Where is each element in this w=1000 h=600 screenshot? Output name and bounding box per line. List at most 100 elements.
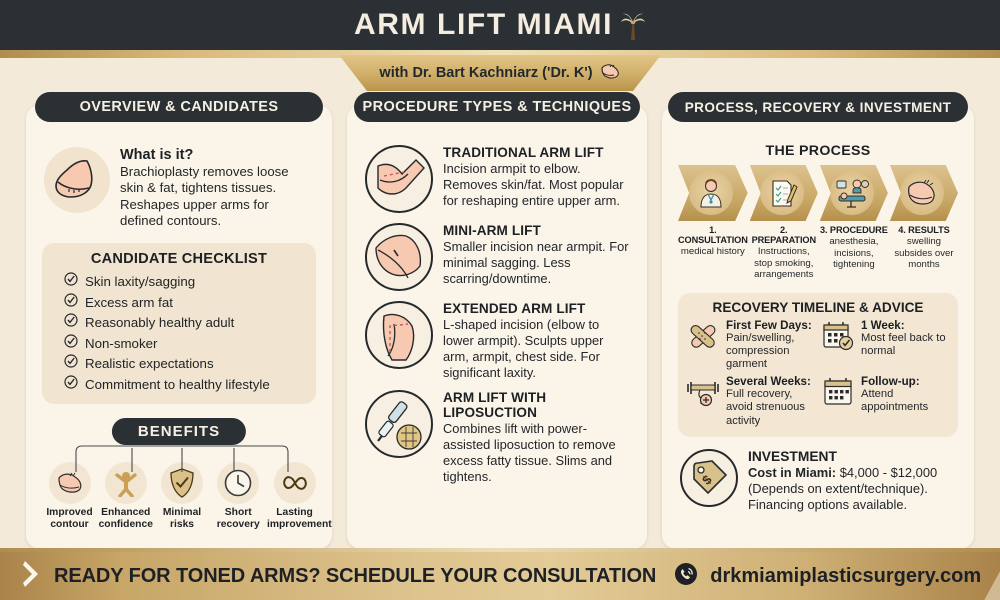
procedure-title: TRADITIONAL ARM LIFT [443,145,604,160]
what-is-it-text: What is it? Brachioplasty removes loose … [120,147,314,229]
step-name: 2. PREPARATION [751,225,817,245]
what-is-it-body: Brachioplasty removes loose skin & fat, … [120,164,289,229]
procedure-body: Combines lift with power-assisted liposu… [443,421,616,485]
procedure-body: L-shaped incision (elbow to lower armpit… [443,317,604,380]
procedure-title: MINI-ARM LIFT [443,223,541,238]
dumbbell-icon [686,375,720,409]
person-arms-up-icon [104,462,147,505]
benefit-item: Improved contour [42,462,97,530]
bent-arm-incision-icon [365,145,433,213]
procedure-item: MINI-ARM LIFT Smaller incision near armp… [365,223,631,291]
footer-cta-band[interactable]: READY FOR TONED ARMS? SCHEDULE YOUR CONS… [0,552,1000,600]
column-procedure-types: PROCEDURE TYPES & TECHNIQUES TRADITIONAL… [347,92,647,549]
procedure-item: EXTENDED ARM LIFT L-shaped incision (elb… [365,301,631,380]
globe-icon [674,562,698,591]
calendar-icon [821,375,855,409]
procedure-item: TRADITIONAL ARM LIFT Incision armpit to … [365,145,631,213]
column-3-header: PROCESS, RECOVERY & INVESTMENT [668,92,968,122]
benefit-item: Enhanced confidence [98,462,153,530]
recovery-text: Several Weeks: Full recovery, avoid stre… [726,375,815,428]
operating-table-icon [830,171,875,215]
step-name: 1. CONSULTATION [678,225,748,245]
recovery-text: Follow-up: Attend appointments [861,375,950,414]
benefit-label-line2: confidence [98,519,153,531]
step-chevron [889,165,959,221]
recovery-grid: First Few Days: Pain/swelling, compressi… [686,319,950,428]
doctor-icon [689,171,734,215]
checklist-label: Skin laxity/sagging [85,274,196,290]
investment-title: INVESTMENT [748,448,837,464]
investment-block: $ INVESTMENT Cost in Miami: $4,000 - $12… [680,448,956,513]
process-step: 4. RESULTS swelling subsides over months [889,165,959,281]
checklist-item: Excess arm fat [64,293,306,312]
procedure-body: Smaller incision near armpit. For minima… [443,239,629,286]
page-title: ARM LIFT MIAMI [354,8,646,42]
checklist-item: Commitment to healthy lifestyle [64,375,306,394]
recovery-label: First Few Days: [726,318,812,332]
benefit-label-line1: Minimal [162,507,202,519]
column-overview-candidates: OVERVIEW & CANDIDATES What is it? Brachi… [26,92,332,549]
benefits-section: BENEFITS Improved contour [38,418,332,536]
column-process-recovery-investment: PROCESS, RECOVERY & INVESTMENT THE PROCE… [662,92,974,549]
benefit-label-line2: improvement [267,519,332,531]
infographic-body: OVERVIEW & CANDIDATES What is it? Brachi… [0,58,1000,552]
benefit-label-line2: recovery [216,519,260,531]
checklist-label: Non-smoker [85,335,158,351]
benefit-item: Minimal risks [155,462,210,530]
checklist-label: Realistic expectations [85,356,214,372]
recovery-section: RECOVERY TIMELINE & ADVICE First Few Day… [678,292,958,437]
recovery-text: First Few Days: Pain/swelling, compressi… [726,319,815,372]
clock-icon [217,462,260,505]
benefits-bracket [75,445,289,473]
benefit-label-line1: Improved [46,507,93,519]
footer-divider [0,548,1000,552]
procedure-body: Incision armpit to elbow. Removes skin/f… [443,161,624,208]
step-desc: medical history [680,246,745,257]
benefit-label-line2: risks [169,519,195,531]
subtitle-banner: with Dr. Bart Kachniarz ('Dr. K') [339,55,661,91]
check-circle-icon [64,334,78,353]
process-title: THE PROCESS [765,143,871,159]
sagging-arm-icon [44,147,110,213]
benefit-label-line2: contour [50,519,89,531]
checklist-item: Realistic expectations [64,354,306,373]
what-is-it-block: What is it? Brachioplasty removes loose … [44,147,314,229]
benefit-item: Short recovery [211,462,266,530]
shield-check-icon [161,462,203,505]
check-circle-icon [64,293,78,312]
process-step: 3. PROCEDURE anesthesia, incisions, tigh… [819,165,888,281]
checklist-title: CANDIDATE CHECKLIST [90,251,268,268]
benefit-label-line1: Enhanced [101,507,151,519]
procedure-text: EXTENDED ARM LIFT L-shaped incision (elb… [443,301,631,380]
footer-cta-text: READY FOR TONED ARMS? SCHEDULE YOUR CONS… [54,564,657,587]
procedure-title: ARM LIFT WITH LIPOSUCTION [443,390,547,421]
benefits-title: BENEFITS [111,418,247,446]
calendar-check-icon [821,319,855,353]
recovery-item: Follow-up: Attend appointments [821,375,950,428]
columns-container: OVERVIEW & CANDIDATES What is it? Brachi… [26,92,974,549]
investment-cost-line: Cost in Miami: $4,000 - $12,000 [748,465,937,481]
liposuction-cannula-icon [365,390,433,459]
footer-website-url[interactable]: drkmiamiplasticsurgery.com [710,564,982,587]
checklist-item: Skin laxity/sagging [64,272,306,291]
flexed-bicep-icon [48,462,91,505]
process-steps: 1. CONSULTATION medical history 2. PREPA… [674,165,962,281]
page-header: ARM LIFT MIAMI [0,0,1000,50]
infinity-icon [273,462,316,505]
step-desc: swelling subsides over months [894,236,954,270]
recovery-desc: Full recovery, avoid strenuous activity [726,388,805,427]
footer-content: READY FOR TONED ARMS? SCHEDULE YOUR CONS… [0,552,1000,600]
checklist-item: Reasonably healthy adult [64,313,306,332]
step-chevron [678,165,748,221]
benefit-label-line1: Lasting [276,507,313,519]
benefit-item: Lasting improvement [267,462,332,531]
candidate-checklist: CANDIDATE CHECKLIST Skin laxity/sagging … [42,243,316,405]
checklist-item: Non-smoker [64,334,306,353]
step-chevron [819,165,888,221]
step-desc: Instructions, stop smoking, arrangements [754,246,814,280]
step-chevron [749,165,818,221]
page-title-text: ARM LIFT MIAMI [353,8,614,41]
benefit-label-line1: Short [224,507,252,519]
check-circle-icon [64,354,78,373]
step-name: 4. RESULTS [898,225,950,235]
